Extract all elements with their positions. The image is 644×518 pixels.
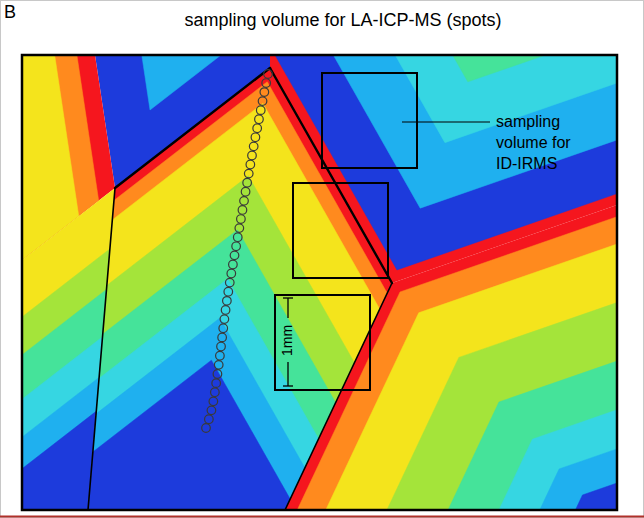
growth-zone-band [0,0,644,82]
laser-spot [240,197,249,206]
laser-spot [207,406,216,415]
laser-spot [219,324,228,333]
laser-spot [253,124,262,133]
laser-spot [258,97,267,106]
grain-boundary [285,283,392,510]
scale-bar-label: 1mm [280,324,297,355]
laser-spot [232,242,241,251]
id-irms-sampling-box [293,183,388,278]
scale-bar-line [287,298,288,318]
laser-spot [237,215,246,224]
laser-spot [213,370,222,379]
laser-spot [264,70,273,79]
spot-guide [206,74,268,428]
laser-spot [260,88,269,97]
laser-spot [230,251,239,260]
laser-spot [255,115,264,124]
panel-letter: B [4,1,16,23]
spot-chain-label: sampling volume for LA-ICP-MS (spots) [184,9,501,31]
scale-bar-line [287,362,288,386]
laser-spot [224,287,233,296]
laser-spot [218,333,227,342]
laser-spot [256,106,265,115]
laser-spot [244,169,253,178]
laser-spot [223,297,232,306]
laser-spot [233,233,242,242]
laser-spot [238,206,247,215]
laser-spot [227,269,236,278]
laser-spot [251,133,260,142]
laser-spot [209,397,218,406]
id-irms-sampling-box [322,73,417,168]
laser-spot [229,260,238,269]
laser-spot [243,178,252,187]
laser-spot [214,361,223,370]
laser-spot-chain [202,70,273,433]
laser-spot [202,424,211,433]
laser-spot [225,278,234,287]
grain-boundary [270,68,392,283]
laser-spot [249,142,258,151]
scale-bar-line [283,385,293,386]
leader-line [402,121,490,122]
laser-spot [220,315,229,324]
laser-spot [262,79,271,88]
laser-spot [241,187,250,196]
laser-spot [217,342,226,351]
box-label: sampling volume for ID-IRMS [496,111,596,174]
laser-spot [211,388,220,397]
laser-spot [221,306,230,315]
laser-spot [205,415,214,424]
id-irms-sampling-box [275,295,370,390]
grain-boundary [115,68,270,188]
laser-spot [212,379,221,388]
laser-spot [216,351,225,360]
laser-spot [246,160,255,169]
laser-spot [235,224,244,233]
laser-spot [248,151,257,160]
bottom-rule [0,516,644,518]
grain-boundary [88,188,115,510]
sample-frame [22,55,617,510]
scale-bar-line [283,297,293,298]
